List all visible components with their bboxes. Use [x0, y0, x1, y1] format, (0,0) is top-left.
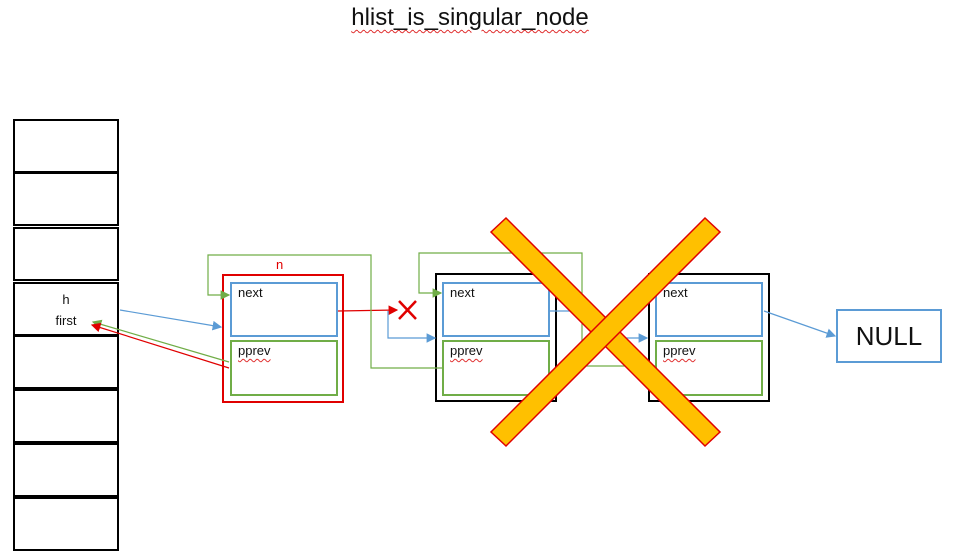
hash-slot: [13, 335, 119, 389]
hash-slot: [13, 389, 119, 443]
hash-slot: [13, 497, 119, 551]
n-pprev-to-first-red-arrow: [90, 322, 230, 369]
blocked-mark-icon: [398, 300, 417, 320]
node-n-next-field: next: [230, 282, 338, 337]
node-3-next-field: next: [655, 282, 763, 337]
head-label: h: [62, 292, 70, 307]
hash-slot: [13, 119, 119, 173]
hash-slot: [13, 227, 119, 281]
node3-next-to-null-arrow: [763, 310, 837, 338]
first-label: first: [55, 313, 77, 328]
n-next-to-node2-arrow: [387, 311, 437, 343]
node2-pprev-to-n-arrow: [207, 254, 442, 369]
n-next-blocked-arrow: [337, 305, 399, 315]
hash-slot: [13, 172, 119, 226]
hash-slot: [13, 443, 119, 497]
node-n-pprev-field: pprev: [230, 340, 338, 396]
n-pprev-to-first-green-arrow: [91, 319, 230, 363]
null-box: NULL: [836, 309, 942, 363]
node-n-label: n: [276, 257, 284, 272]
diagram-title: hlist_is_singular_node: [351, 4, 589, 31]
removed-cross-icon: [489, 216, 722, 448]
node-2-pprev-field: pprev: [442, 340, 550, 396]
first-to-n-arrow: [119, 309, 223, 331]
node-2-next-field: next: [442, 282, 550, 337]
node3-pprev-to-node2-arrow: [418, 252, 655, 367]
